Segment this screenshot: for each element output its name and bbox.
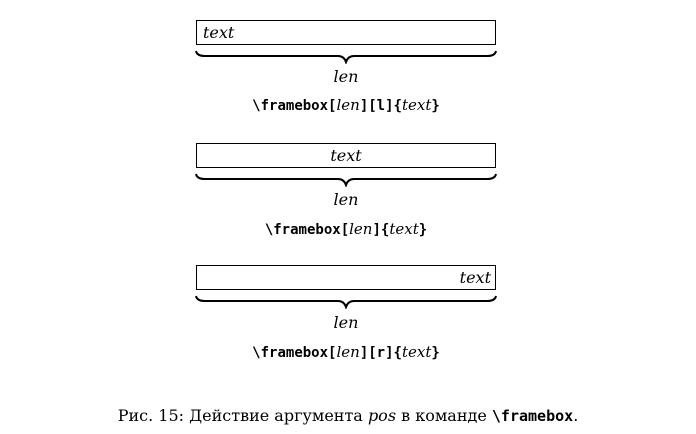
framebox-center: text bbox=[196, 143, 496, 168]
framebox-right: text bbox=[196, 265, 496, 290]
underbrace-icon bbox=[195, 295, 497, 309]
len-label: len bbox=[333, 67, 359, 86]
framebox-left: text bbox=[196, 20, 496, 45]
box-text: text bbox=[203, 23, 235, 42]
box-text: text bbox=[459, 268, 491, 287]
len-label: len bbox=[333, 313, 359, 332]
underbrace-icon bbox=[195, 50, 497, 64]
command-label: \framebox[len][r]{text} bbox=[252, 343, 440, 361]
box-text: text bbox=[330, 146, 362, 165]
figure-caption: Рис. 15: Действие аргумента pos в команд… bbox=[117, 406, 579, 425]
command-label: \framebox[len]{text} bbox=[264, 220, 428, 238]
command-label: \framebox[len][l]{text} bbox=[252, 96, 440, 114]
underbrace-icon bbox=[195, 173, 497, 187]
len-label: len bbox=[333, 190, 359, 209]
